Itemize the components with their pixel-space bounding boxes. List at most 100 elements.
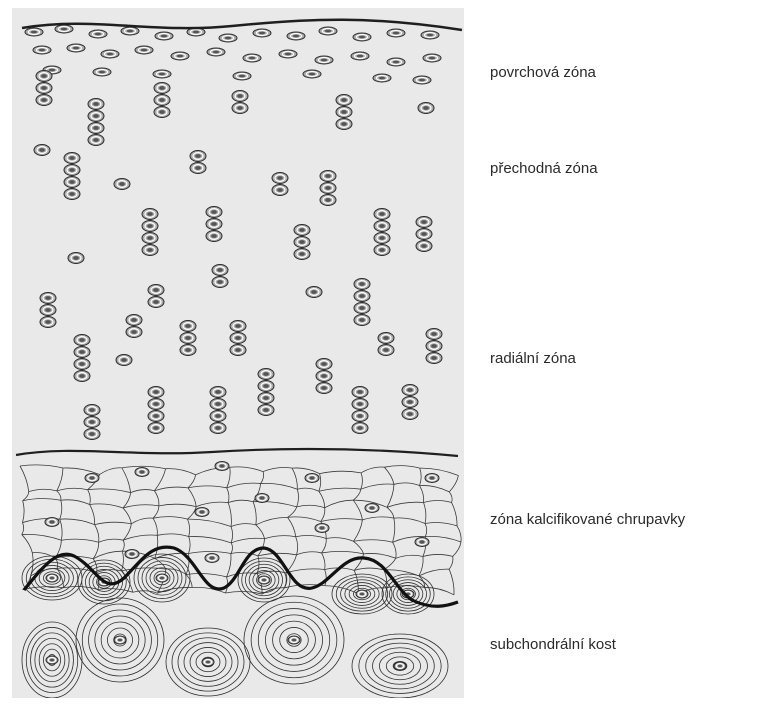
chondrocyte xyxy=(142,209,158,220)
chondrocyte xyxy=(210,423,226,434)
chondrocyte xyxy=(258,576,270,584)
chondrocyte xyxy=(195,508,209,517)
chondrocyte xyxy=(230,345,246,356)
chondrocyte xyxy=(294,249,310,260)
chondrocyte xyxy=(148,423,164,434)
chondrocyte xyxy=(219,34,237,42)
chondrocyte xyxy=(40,305,56,316)
chondrocyte xyxy=(142,221,158,232)
chondrocyte xyxy=(320,183,336,194)
chondrocyte xyxy=(64,153,80,164)
chondrocyte xyxy=(88,135,104,146)
chondrocyte xyxy=(374,233,390,244)
chondrocyte xyxy=(89,30,107,38)
chondrocyte xyxy=(155,32,173,40)
chondrocyte xyxy=(258,381,274,392)
chondrocyte xyxy=(336,95,352,106)
chondrocyte xyxy=(418,103,434,114)
chondrocyte xyxy=(153,70,171,78)
chondrocyte xyxy=(374,221,390,232)
chondrocyte xyxy=(64,189,80,200)
chondrocyte xyxy=(426,341,442,352)
chondrocyte xyxy=(387,29,405,37)
chondrocyte xyxy=(180,333,196,344)
chondrocyte xyxy=(416,241,432,252)
chondrocyte xyxy=(230,321,246,332)
chondrocyte xyxy=(316,383,332,394)
chondrocyte xyxy=(148,387,164,398)
chondrocyte xyxy=(354,315,370,326)
chondrocyte xyxy=(206,207,222,218)
chondrocyte xyxy=(402,409,418,420)
chondrocyte xyxy=(215,462,229,471)
chondrocyte xyxy=(36,71,52,82)
chondrocyte xyxy=(352,387,368,398)
chondrocyte xyxy=(255,494,269,503)
chondrocyte xyxy=(148,411,164,422)
chondrocyte xyxy=(421,31,439,39)
zone-label-transitional: přechodná zóna xyxy=(490,160,598,178)
chondrocyte xyxy=(55,25,73,33)
chondrocyte xyxy=(279,50,297,58)
chondrocyte xyxy=(336,107,352,118)
chondrocyte xyxy=(148,297,164,308)
chondrocyte xyxy=(46,656,58,664)
chondrocyte xyxy=(316,359,332,370)
chondrocyte xyxy=(154,107,170,118)
chondrocyte xyxy=(121,27,139,35)
chondrocyte xyxy=(207,48,225,56)
chondrocyte xyxy=(294,225,310,236)
zone-label-subchondral-bone: subchondrální kost xyxy=(490,636,616,654)
chondrocyte xyxy=(34,145,50,156)
chondrocyte xyxy=(416,229,432,240)
chondrocyte xyxy=(88,123,104,134)
chondrocyte xyxy=(294,237,310,248)
chondrocyte xyxy=(74,371,90,382)
chondrocyte xyxy=(258,393,274,404)
chondrocyte xyxy=(232,103,248,114)
chondrocyte xyxy=(352,399,368,410)
chondrocyte xyxy=(378,333,394,344)
chondrocyte xyxy=(171,52,189,60)
chondrocyte xyxy=(415,538,429,547)
chondrocyte xyxy=(142,233,158,244)
chondrocyte xyxy=(272,173,288,184)
chondrocyte xyxy=(180,345,196,356)
chondrocyte xyxy=(64,177,80,188)
cartilage-diagram xyxy=(12,8,464,698)
chondrocyte xyxy=(374,209,390,220)
chondrocyte xyxy=(88,111,104,122)
chondrocyte xyxy=(64,165,80,176)
chondrocyte xyxy=(336,119,352,130)
chondrocyte xyxy=(233,72,251,80)
chondrocyte xyxy=(352,411,368,422)
chondrocyte xyxy=(126,315,142,326)
chondrocyte xyxy=(413,76,431,84)
chondrocyte xyxy=(402,385,418,396)
chondrocyte xyxy=(272,185,288,196)
chondrocyte xyxy=(210,411,226,422)
chondrocyte xyxy=(426,353,442,364)
chondrocyte xyxy=(114,179,130,190)
chondrocyte xyxy=(114,636,126,644)
chondrocyte xyxy=(374,245,390,256)
chondrocyte xyxy=(426,329,442,340)
chondrocyte xyxy=(190,151,206,162)
chondrocyte xyxy=(125,550,139,559)
chondrocyte xyxy=(25,28,43,36)
chondrocyte xyxy=(373,74,391,82)
chondrocyte xyxy=(135,468,149,477)
chondrocyte xyxy=(315,56,333,64)
chondrocyte xyxy=(402,397,418,408)
chondrocyte xyxy=(315,524,329,533)
chondrocyte xyxy=(116,355,132,366)
chondrocyte xyxy=(67,44,85,52)
chondrocyte xyxy=(258,405,274,416)
chondrocyte xyxy=(425,474,439,483)
chondrocyte xyxy=(305,474,319,483)
chondrocyte xyxy=(68,253,84,264)
chondrocyte xyxy=(353,33,371,41)
chondrocyte xyxy=(46,574,58,582)
zone-label-radial: radiální zóna xyxy=(490,350,576,368)
chondrocyte xyxy=(74,347,90,358)
